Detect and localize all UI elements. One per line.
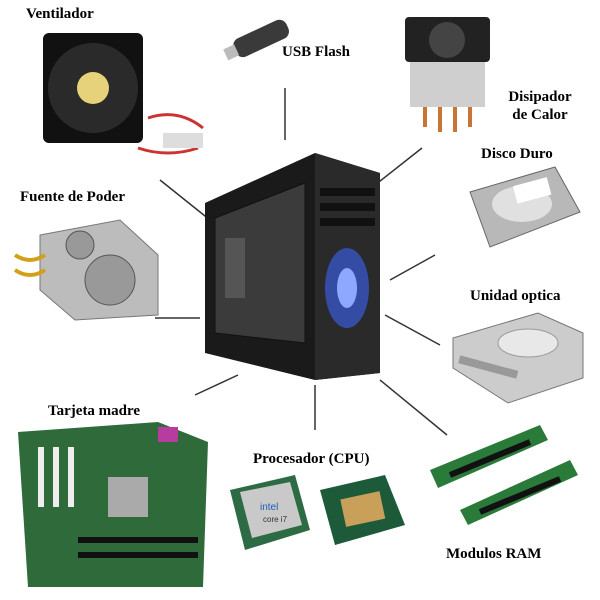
motherboard-image [18, 422, 208, 587]
connector-motherboard [194, 374, 239, 396]
label-psu: Fuente de Poder [20, 189, 125, 205]
label-hdd: Disco Duro [481, 146, 553, 162]
fan-image [43, 33, 204, 155]
ram-image [430, 425, 578, 525]
label-heatsink: Disipador de Calor [500, 88, 580, 124]
cpu-image: intel core i7 [230, 475, 405, 550]
cpu-brand-text: intel [260, 502, 278, 513]
label-ram: Modulos RAM [446, 546, 542, 562]
usb-flash-image [223, 19, 289, 61]
label-cpu: Procesador (CPU) [253, 451, 370, 467]
connector-optical [384, 314, 441, 346]
label-optical: Unidad optica [470, 288, 561, 304]
label-heatsink-line2: de Calor [512, 107, 568, 123]
hard-disk-image [469, 166, 581, 248]
label-fan: Ventilador [26, 6, 94, 22]
connector-fan [159, 179, 211, 221]
optical-drive-image [452, 312, 584, 404]
label-motherboard: Tarjeta madre [48, 403, 141, 419]
connector-ram [379, 379, 448, 436]
heatsink-image [405, 17, 490, 132]
power-supply-image [13, 219, 159, 321]
connector-hdd [389, 254, 436, 281]
cpu-model-text: core i7 [263, 515, 288, 524]
label-heatsink-line1: Disipador [508, 89, 572, 105]
computer-tower-image [205, 153, 380, 380]
label-usb: USB Flash [282, 44, 350, 60]
connector-heatsink [374, 147, 423, 186]
